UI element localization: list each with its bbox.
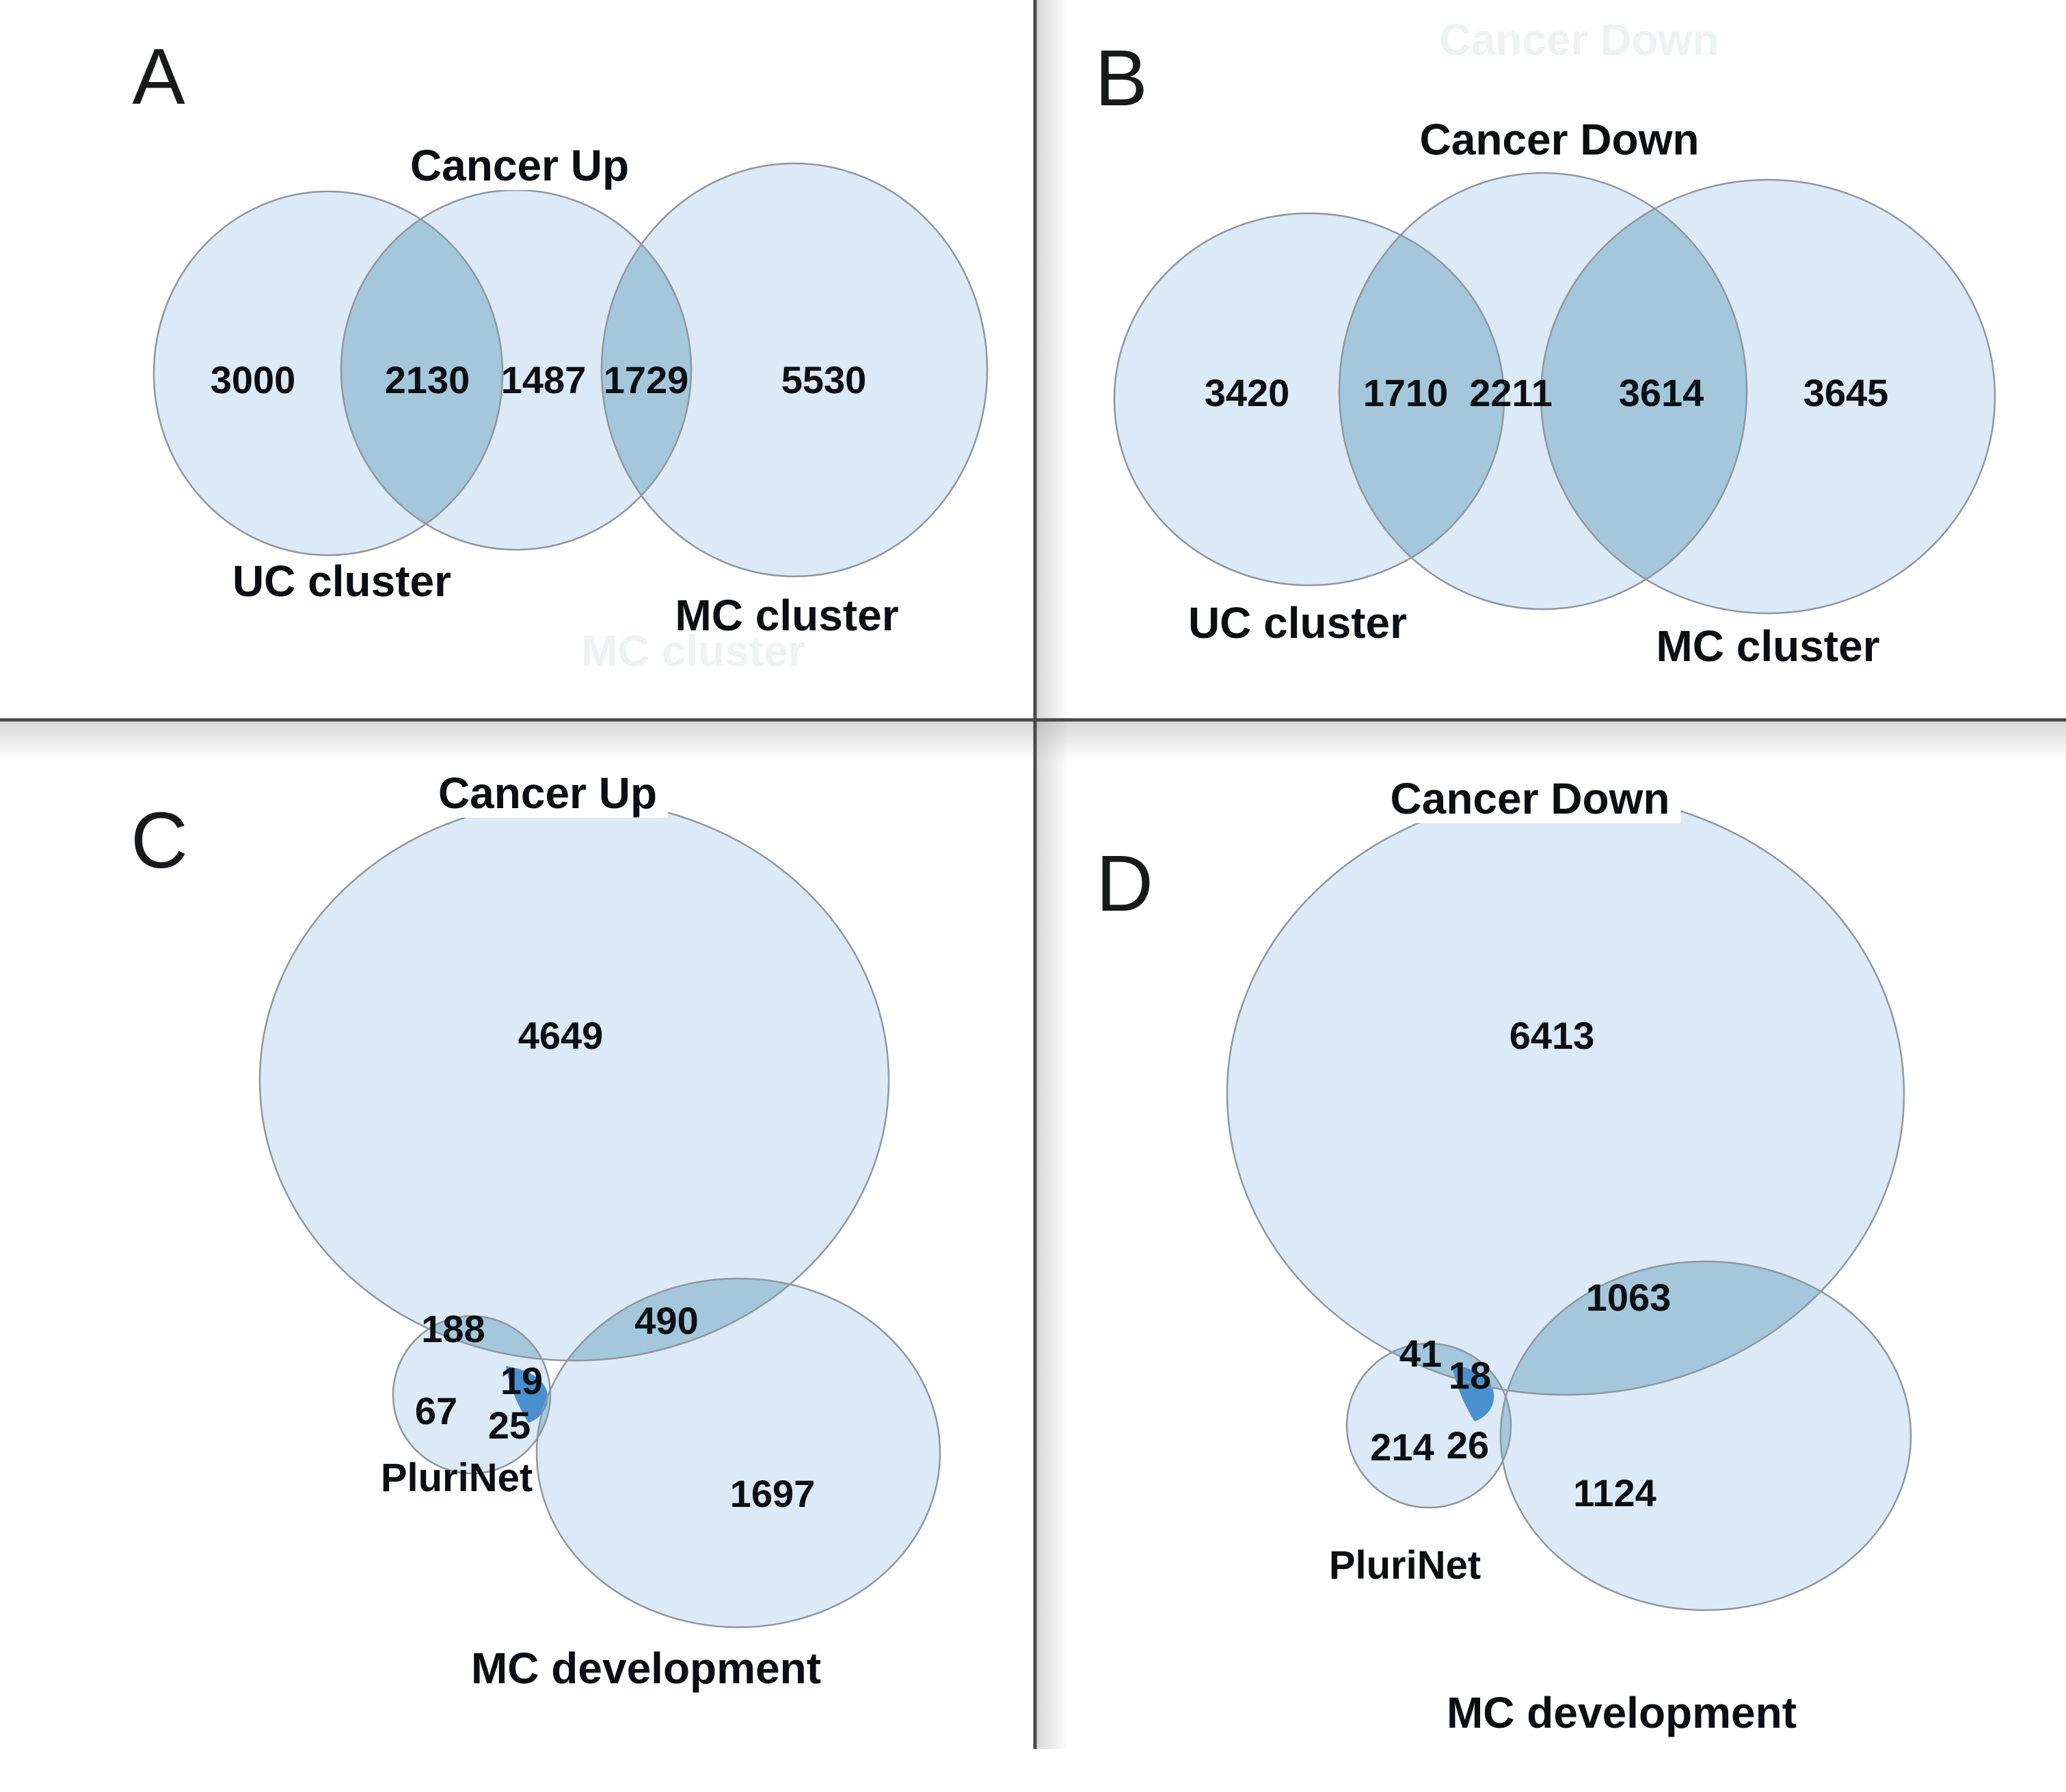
divider-shadow-horizontal	[0, 722, 2066, 762]
region-count: 1487	[500, 358, 587, 401]
set-ellipse-cancer-up-c	[260, 800, 889, 1361]
panel-d-title: Cancer Down	[1379, 774, 1681, 823]
set-label-uc-cluster-b: UC cluster	[1188, 598, 1408, 647]
overlap-uc-cancerdown-b	[1339, 213, 1504, 585]
triple-overlap-wedge-c	[506, 1366, 548, 1423]
region-count: 1729	[603, 358, 689, 401]
region-count: 3420	[1204, 371, 1290, 414]
region-count: 214	[1370, 1426, 1434, 1469]
region-count: 5530	[781, 358, 867, 401]
region-count: 6413	[1509, 1014, 1595, 1057]
region-count: 41	[1399, 1332, 1443, 1375]
set-ellipse-mcdev-c	[537, 1279, 940, 1627]
set-label-plurinet-c: PluriNet	[380, 1456, 533, 1500]
region-count: 4649	[518, 1014, 604, 1057]
divider-shadow-vertical	[1037, 0, 1069, 1749]
ghost-mc-cluster-label: MC cluster	[581, 626, 805, 676]
triple-overlap-wedge-d	[1452, 1365, 1494, 1421]
set-ellipse-cancer-down-d	[1227, 793, 1904, 1395]
set-ellipse-mc-a	[602, 163, 987, 576]
set-label-uc-cluster-a: UC cluster	[232, 557, 452, 606]
region-count: 1124	[1573, 1471, 1656, 1514]
region-count: 26	[1446, 1423, 1490, 1467]
set-label-plurinet-d: PluriNet	[1328, 1543, 1481, 1588]
region-count: 2211	[1469, 371, 1553, 414]
set-label-mc-development-d: MC development	[1446, 1688, 1797, 1737]
region-count: 3645	[1803, 371, 1889, 414]
panel-a-title: Cancer Up	[399, 141, 641, 190]
panel-b-letter: B	[1095, 34, 1148, 122]
set-label-mc-development-c: MC development	[470, 1644, 822, 1693]
panel-c-letter: C	[131, 796, 188, 885]
region-count: 25	[487, 1404, 531, 1447]
region-count: 1710	[1363, 371, 1449, 414]
panel-a-letter: A	[132, 32, 185, 121]
ghost-cancer-down-label: Cancer Down	[1439, 15, 1719, 64]
overlap-uc-cancerup-a	[341, 191, 502, 550]
overlap-cancerdown-mc-b	[1541, 180, 1747, 609]
region-count: 2130	[384, 358, 470, 401]
panel-b-title: Cancer Down	[1408, 115, 1711, 164]
set-label-mc-cluster-b: MC cluster	[1656, 621, 1880, 671]
panel-c-title: Cancer Up	[427, 768, 669, 818]
region-count: 18	[1448, 1354, 1492, 1397]
panel-d-letter: D	[1096, 839, 1153, 928]
region-count: 188	[421, 1307, 485, 1350]
region-count: 490	[634, 1299, 699, 1342]
region-count: 1697	[729, 1472, 816, 1515]
region-count: 19	[500, 1359, 544, 1402]
region-count: 3614	[1618, 371, 1704, 414]
region-count: 1063	[1585, 1276, 1672, 1319]
region-count: 3000	[210, 358, 296, 401]
region-count: 67	[414, 1389, 458, 1432]
set-label-mc-cluster-a: MC cluster	[675, 591, 899, 640]
